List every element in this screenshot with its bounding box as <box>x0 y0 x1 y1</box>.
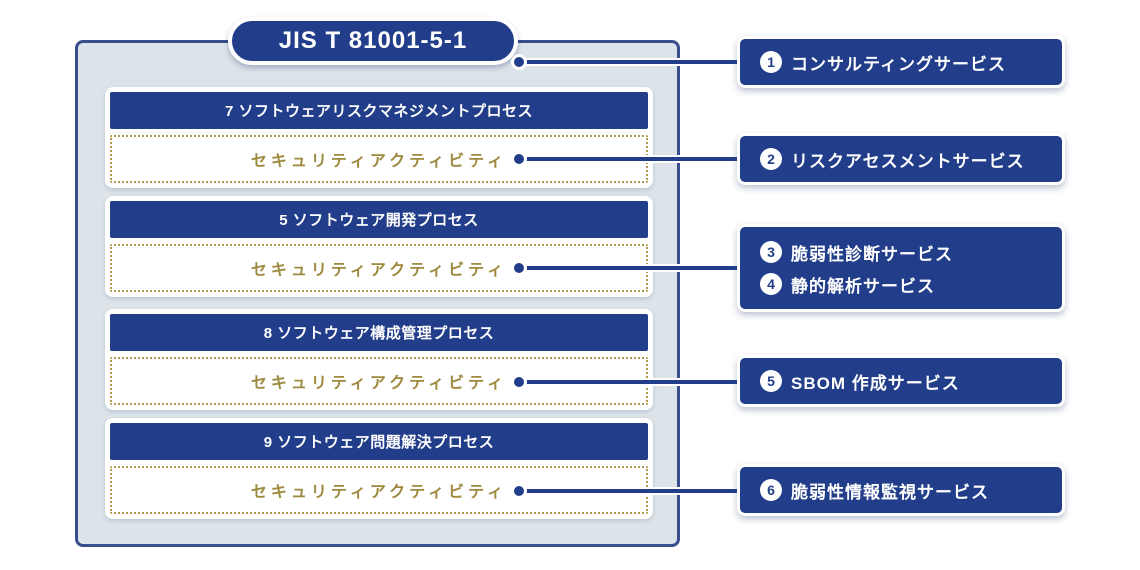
service-box-diagnosis-analysis: 3 脆弱性診断サービス 4 静的解析サービス <box>737 224 1065 312</box>
connector-node-activity-1 <box>514 154 524 164</box>
process-header-configuration: 8 ソフトウェア構成管理プロセス <box>110 314 648 351</box>
process-header-label: 9 ソフトウェア問題解決プロセス <box>263 434 495 451</box>
service-box-vulnerability-monitoring: 6 脆弱性情報監視サービス <box>737 464 1065 516</box>
connector-line-standard-to-consulting <box>519 60 737 64</box>
service-label: 脆弱性情報監視サービス <box>791 482 989 502</box>
service-label: 静的解析サービス <box>791 276 935 296</box>
process-group-development: 5 ソフトウェア開発プロセス セキュリティアクティビティ <box>105 196 653 297</box>
connector-node-activity-4 <box>514 486 524 496</box>
service-number-badge: 1 <box>760 51 782 73</box>
connector-line-dev-to-diagnosis <box>519 266 737 270</box>
service-row: 6 脆弱性情報監視サービス <box>760 478 1062 503</box>
connector-line-risk-to-assessment <box>519 157 737 161</box>
process-header-development: 5 ソフトウェア開発プロセス <box>110 201 648 238</box>
service-row: 1 コンサルティングサービス <box>760 50 1062 75</box>
security-activity-label: セキュリティアクティビティ <box>250 375 508 392</box>
security-activity-label: セキュリティアクティビティ <box>250 262 508 279</box>
process-header-risk-management: 7 ソフトウェアリスクマネジメントプロセス <box>110 92 648 129</box>
process-group-risk-management: 7 ソフトウェアリスクマネジメントプロセス セキュリティアクティビティ <box>105 87 653 188</box>
service-box-risk-assessment: 2 リスクアセスメントサービス <box>737 133 1065 185</box>
service-box-sbom: 5 SBOM 作成サービス <box>737 355 1065 407</box>
service-number-badge: 6 <box>760 479 782 501</box>
service-row: 5 SBOM 作成サービス <box>760 369 1062 394</box>
service-label: リスクアセスメントサービス <box>791 151 1025 171</box>
process-header-label: 8 ソフトウェア構成管理プロセス <box>263 325 495 342</box>
service-row: 3 脆弱性診断サービス <box>760 240 1062 265</box>
security-activity-label: セキュリティアクティビティ <box>250 153 508 170</box>
service-label: 脆弱性診断サービス <box>791 244 953 264</box>
service-row: 2 リスクアセスメントサービス <box>760 147 1062 172</box>
security-activity-label: セキュリティアクティビティ <box>250 484 508 501</box>
standard-title-label: JIS T 81001-5-1 <box>278 27 468 54</box>
connector-line-config-to-sbom <box>519 380 737 384</box>
process-header-problem-resolution: 9 ソフトウェア問題解決プロセス <box>110 423 648 460</box>
service-row: 4 静的解析サービス <box>760 272 1062 297</box>
service-number-badge: 4 <box>760 273 782 295</box>
service-number-badge: 5 <box>760 370 782 392</box>
process-header-label: 5 ソフトウェア開発プロセス <box>279 212 479 229</box>
connector-line-problem-to-monitoring <box>519 489 737 493</box>
process-header-label: 7 ソフトウェアリスクマネジメントプロセス <box>224 103 533 120</box>
connector-node-activity-3 <box>514 377 524 387</box>
process-group-configuration: 8 ソフトウェア構成管理プロセス セキュリティアクティビティ <box>105 309 653 410</box>
process-group-problem-resolution: 9 ソフトウェア問題解決プロセス セキュリティアクティビティ <box>105 418 653 519</box>
service-number-badge: 3 <box>760 241 782 263</box>
standard-title-pill: JIS T 81001-5-1 <box>228 17 518 65</box>
security-activity-box-1: セキュリティアクティビティ <box>110 135 648 183</box>
service-number-badge: 2 <box>760 148 782 170</box>
connector-node-standard <box>514 57 524 67</box>
connector-node-activity-2 <box>514 263 524 273</box>
service-label: SBOM 作成サービス <box>791 373 960 393</box>
service-box-consulting: 1 コンサルティングサービス <box>737 36 1065 88</box>
service-label: コンサルティングサービス <box>791 54 1006 74</box>
